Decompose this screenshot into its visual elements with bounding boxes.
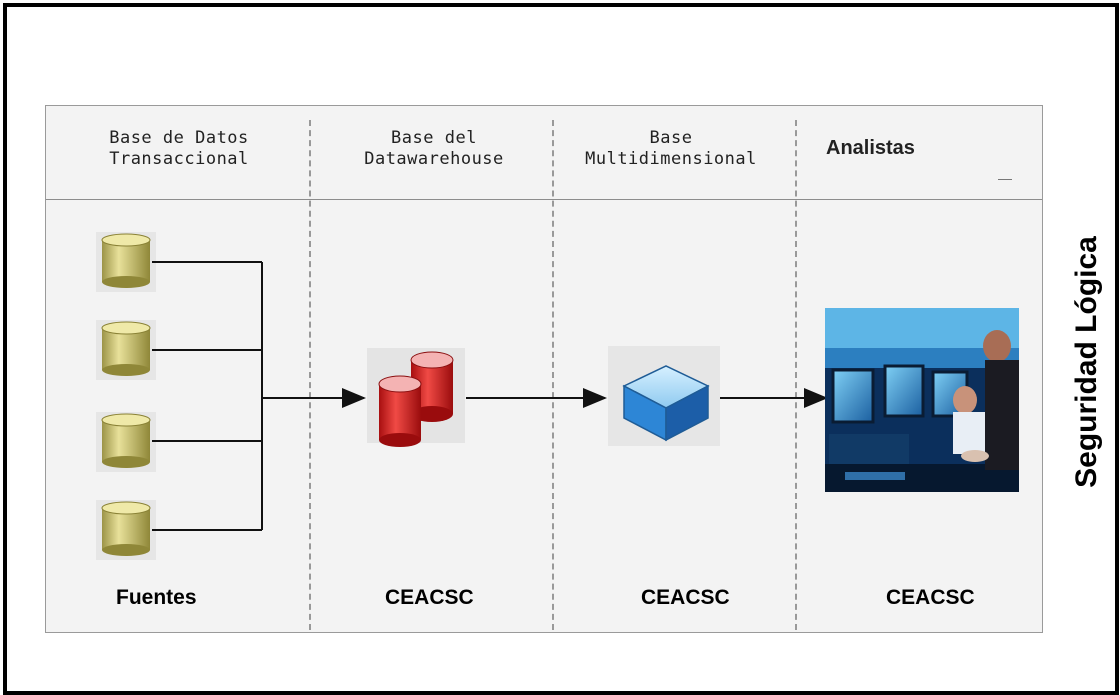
column-divider xyxy=(309,120,311,630)
source-connectors xyxy=(152,261,263,531)
column-heading-transactional: Base de Datos Transaccional xyxy=(109,128,249,169)
column-heading-multidimensional: Base Multidimensional xyxy=(585,128,757,169)
footer-label-analysts: CEACSC xyxy=(886,586,975,609)
database-icon xyxy=(96,320,156,380)
footer-label-datawarehouse: CEACSC xyxy=(385,586,474,609)
column-heading-analysts: Analistas xyxy=(826,137,915,159)
source-databases xyxy=(96,232,156,560)
column-divider xyxy=(795,120,797,630)
footer-label-fuentes: Fuentes xyxy=(116,586,197,609)
olap-cube-icon xyxy=(608,346,720,446)
analysts-photo xyxy=(825,308,1019,492)
column-divider xyxy=(552,120,554,630)
database-stack-icon xyxy=(367,348,465,447)
database-icon xyxy=(96,500,156,560)
header-tick-mark xyxy=(998,179,1012,180)
database-icon xyxy=(96,412,156,472)
database-icon xyxy=(96,232,156,292)
column-heading-datawarehouse: Base del Datawarehouse xyxy=(364,128,504,169)
header-band xyxy=(46,106,1042,200)
footer-label-multidimensional: CEACSC xyxy=(641,586,730,609)
